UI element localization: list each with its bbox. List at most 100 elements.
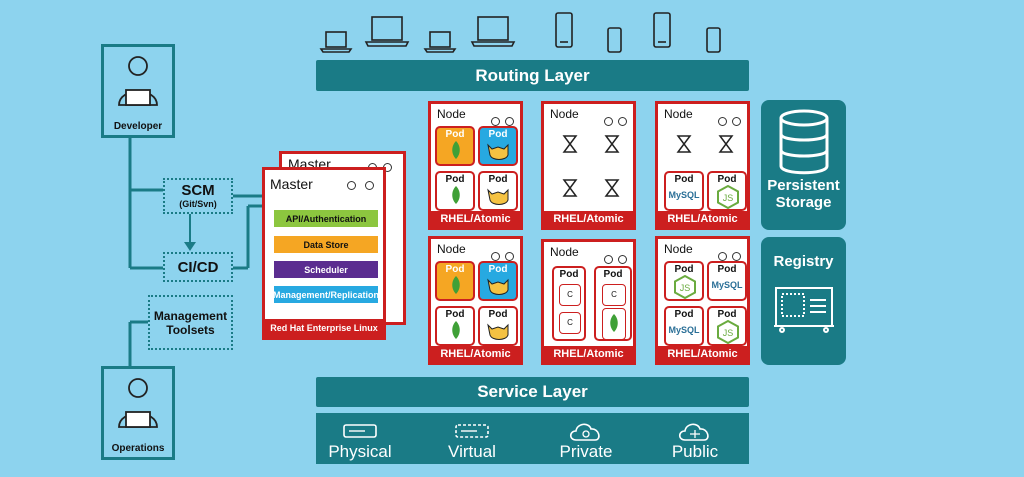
hourglass-icon	[718, 135, 734, 153]
management-line1: Management	[153, 308, 228, 323]
operations-label: Operations	[111, 443, 165, 454]
pod-mongodb: Pod	[435, 306, 475, 346]
connector-lines	[128, 138, 262, 366]
persistent-storage-line2: Storage	[775, 194, 832, 211]
mongodb-leaf-icon	[452, 276, 460, 294]
hourglass-icon	[676, 135, 692, 153]
database-icon	[779, 109, 828, 175]
node-footer: RHEL/Atomic	[544, 211, 633, 227]
infra-physical: Physical	[322, 413, 398, 464]
hourglass-icons	[676, 135, 734, 153]
infra-virtual-label: Virtual	[448, 442, 496, 461]
node-title: Node	[550, 245, 579, 259]
laptop-icon	[319, 31, 353, 53]
phone-icon	[706, 27, 721, 53]
hourglass-icon	[562, 135, 578, 153]
node-footer: RHEL/Atomic	[431, 211, 520, 227]
pod-tomcat: Pod	[478, 171, 518, 211]
node-title: Node	[664, 242, 693, 256]
server-icon	[343, 424, 377, 438]
phone-icon	[607, 27, 622, 53]
svg-text:JS: JS	[723, 328, 734, 338]
nodejs-icon: JS	[717, 320, 739, 344]
mongodb-leaf-icon	[610, 314, 618, 332]
infrastructure-bar	[316, 413, 749, 464]
hourglass-icon	[604, 135, 620, 153]
phone-icon	[653, 12, 671, 48]
laptop-icon	[364, 16, 410, 47]
pod-tomcat: Pod	[478, 261, 518, 301]
mongodb-leaf-icon	[452, 141, 460, 159]
container-mongodb	[602, 308, 626, 340]
node-footer: RHEL/Atomic	[658, 211, 747, 227]
client-devices	[319, 12, 721, 53]
mongodb-leaf-icon	[452, 186, 460, 204]
developer-box: Developer	[101, 44, 175, 138]
management-replication-bar: Management/Replication	[273, 286, 379, 303]
mysql-logo: MySQL	[668, 325, 700, 335]
tomcat-icon	[487, 278, 509, 295]
infra-virtual: Virtual	[435, 413, 509, 464]
scm-box: SCM (Git/Svn)	[163, 178, 233, 214]
tomcat-icon	[487, 143, 509, 160]
master-footer: Red Hat Enterprise Linux	[265, 319, 383, 337]
pod-mongodb: Pod	[435, 261, 475, 301]
pod-containers: Pod C	[594, 266, 632, 341]
service-layer: Service Layer	[316, 377, 749, 407]
tomcat-icon	[487, 188, 509, 205]
hourglass-icon	[604, 179, 620, 197]
nodejs-icon: JS	[717, 185, 739, 209]
scheduler-bar: Scheduler	[274, 261, 378, 278]
laptop-icon	[470, 16, 516, 47]
infra-private-label: Private	[559, 442, 613, 461]
node-footer: RHEL/Atomic	[431, 346, 520, 362]
pod-mongodb: Pod	[435, 171, 475, 211]
pod-tomcat: Pod	[478, 126, 518, 166]
node-footer: RHEL/Atomic	[544, 346, 633, 362]
pod-containers: Pod C C	[552, 266, 586, 341]
node-4: Node Pod Pod Pod Pod RHEL/Atomic	[428, 236, 523, 365]
node-title: Node	[437, 107, 466, 121]
cicd-box: CI/CD	[163, 252, 233, 282]
hourglass-icon	[562, 179, 578, 197]
pod-mongodb: Pod	[435, 126, 475, 166]
data-store-bar: Data Store	[274, 236, 378, 253]
node-title: Node	[550, 107, 579, 121]
node-2: Node RHEL/Atomic	[541, 101, 636, 230]
scm-subtitle: (Git/Svn)	[179, 199, 217, 209]
container: C	[559, 284, 581, 306]
scm-title: SCM	[181, 182, 215, 199]
operations-box: Operations	[101, 366, 175, 460]
mysql-logo: MySQL	[711, 280, 743, 290]
api-authentication-bar: API/Authentication	[274, 210, 378, 227]
registry: Registry	[761, 237, 846, 365]
registry-card-icon	[773, 287, 834, 333]
nodejs-icon: JS	[674, 275, 696, 299]
node-title: Node	[664, 107, 693, 121]
node-title: Node	[437, 242, 466, 256]
node-footer: RHEL/Atomic	[658, 346, 747, 362]
node-5: Node Pod C C Pod C RHEL/Atomic	[541, 239, 636, 365]
svg-text:JS: JS	[723, 193, 734, 203]
mysql-logo: MySQL	[668, 190, 700, 200]
infra-private: Private	[550, 413, 622, 464]
master-panel: Master API/Authentication Data Store Sch…	[262, 167, 386, 340]
infra-public: Public	[660, 413, 730, 464]
container: C	[559, 312, 581, 334]
developer-label: Developer	[113, 121, 163, 132]
phone-icon	[555, 12, 573, 48]
routing-layer: Routing Layer	[316, 60, 749, 91]
person-laptop-icon	[118, 56, 158, 106]
mongodb-leaf-icon	[452, 321, 460, 339]
registry-label: Registry	[773, 253, 834, 270]
container: C	[602, 284, 626, 306]
master-title: Master	[270, 176, 313, 192]
public-cloud-icon	[678, 423, 709, 441]
infra-physical-label: Physical	[328, 442, 392, 461]
